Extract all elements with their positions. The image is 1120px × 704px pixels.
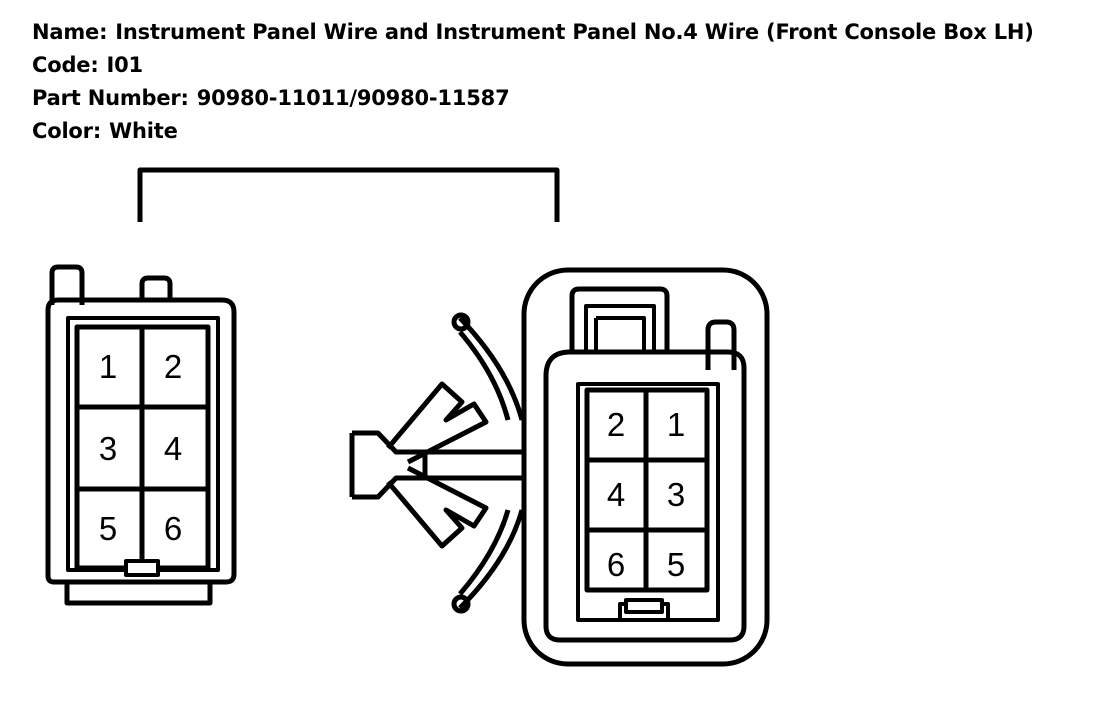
left-connector-flange — [64, 582, 213, 606]
left-connector-lock-nub — [124, 559, 160, 577]
clip-stem — [349, 430, 524, 500]
right-connector-latch-inner — [584, 304, 656, 350]
clip-lower-arc-inner — [458, 509, 511, 596]
right-pin-2: 2 — [607, 406, 625, 443]
code-label: Code: — [32, 53, 99, 77]
part-number-label: Part Number: — [32, 86, 189, 110]
right-pin-5: 5 — [667, 546, 685, 583]
right-pin-1: 1 — [667, 406, 685, 443]
pairing-bracket — [137, 167, 560, 222]
clip-upper-arc-inner — [458, 330, 511, 421]
right-pin-6: 6 — [607, 546, 625, 583]
color-value: White — [109, 119, 178, 143]
clip-upper-end — [451, 312, 471, 332]
right-connector-latch-bar — [594, 316, 646, 350]
left-pin-5: 5 — [99, 510, 117, 547]
left-pin-6: 6 — [164, 510, 182, 547]
name-line: Name: Instrument Panel Wire and Instrumen… — [32, 16, 1112, 49]
color-label: Color: — [32, 119, 102, 143]
name-label: Name: — [32, 20, 108, 44]
right-pin-4: 4 — [607, 476, 625, 513]
right-connector-lock-nub — [624, 598, 664, 614]
left-pin-1: 1 — [99, 348, 117, 385]
left-connector — [45, 264, 237, 606]
code-value: I01 — [106, 53, 144, 77]
left-connector-right-tab — [139, 275, 173, 301]
name-value: Instrument Panel Wire and Instrument Pan… — [115, 20, 1034, 44]
part-number-line: Part Number: 90980-11011/90980-11587 — [32, 82, 1112, 115]
code-line: Code: I01 — [32, 49, 1112, 82]
right-connector-inner-frame — [576, 382, 720, 622]
left-pin-4: 4 — [164, 430, 182, 467]
right-connector-side-tab — [705, 319, 737, 370]
clip-lower-barb — [386, 465, 489, 549]
clip-upper-barb — [386, 381, 489, 465]
right-connector — [521, 267, 770, 667]
connector-info: Name: Instrument Panel Wire and Instrumen… — [32, 16, 1112, 148]
left-pin-2: 2 — [164, 348, 182, 385]
right-connector-shell — [521, 267, 770, 667]
color-line: Color: White — [32, 115, 1112, 148]
part-number-value: 90980-11011/90980-11587 — [196, 86, 510, 110]
right-connector-latch — [569, 286, 670, 350]
mounting-clip — [349, 312, 525, 614]
clip-lower-arc — [458, 509, 525, 610]
right-pin-3: 3 — [667, 476, 685, 513]
left-connector-left-tab — [49, 264, 85, 305]
left-connector-body — [45, 297, 237, 585]
clip-lower-end — [451, 594, 471, 614]
clip-upper-arc — [458, 316, 525, 421]
right-connector-body — [543, 349, 747, 643]
left-pin-3: 3 — [99, 430, 117, 467]
